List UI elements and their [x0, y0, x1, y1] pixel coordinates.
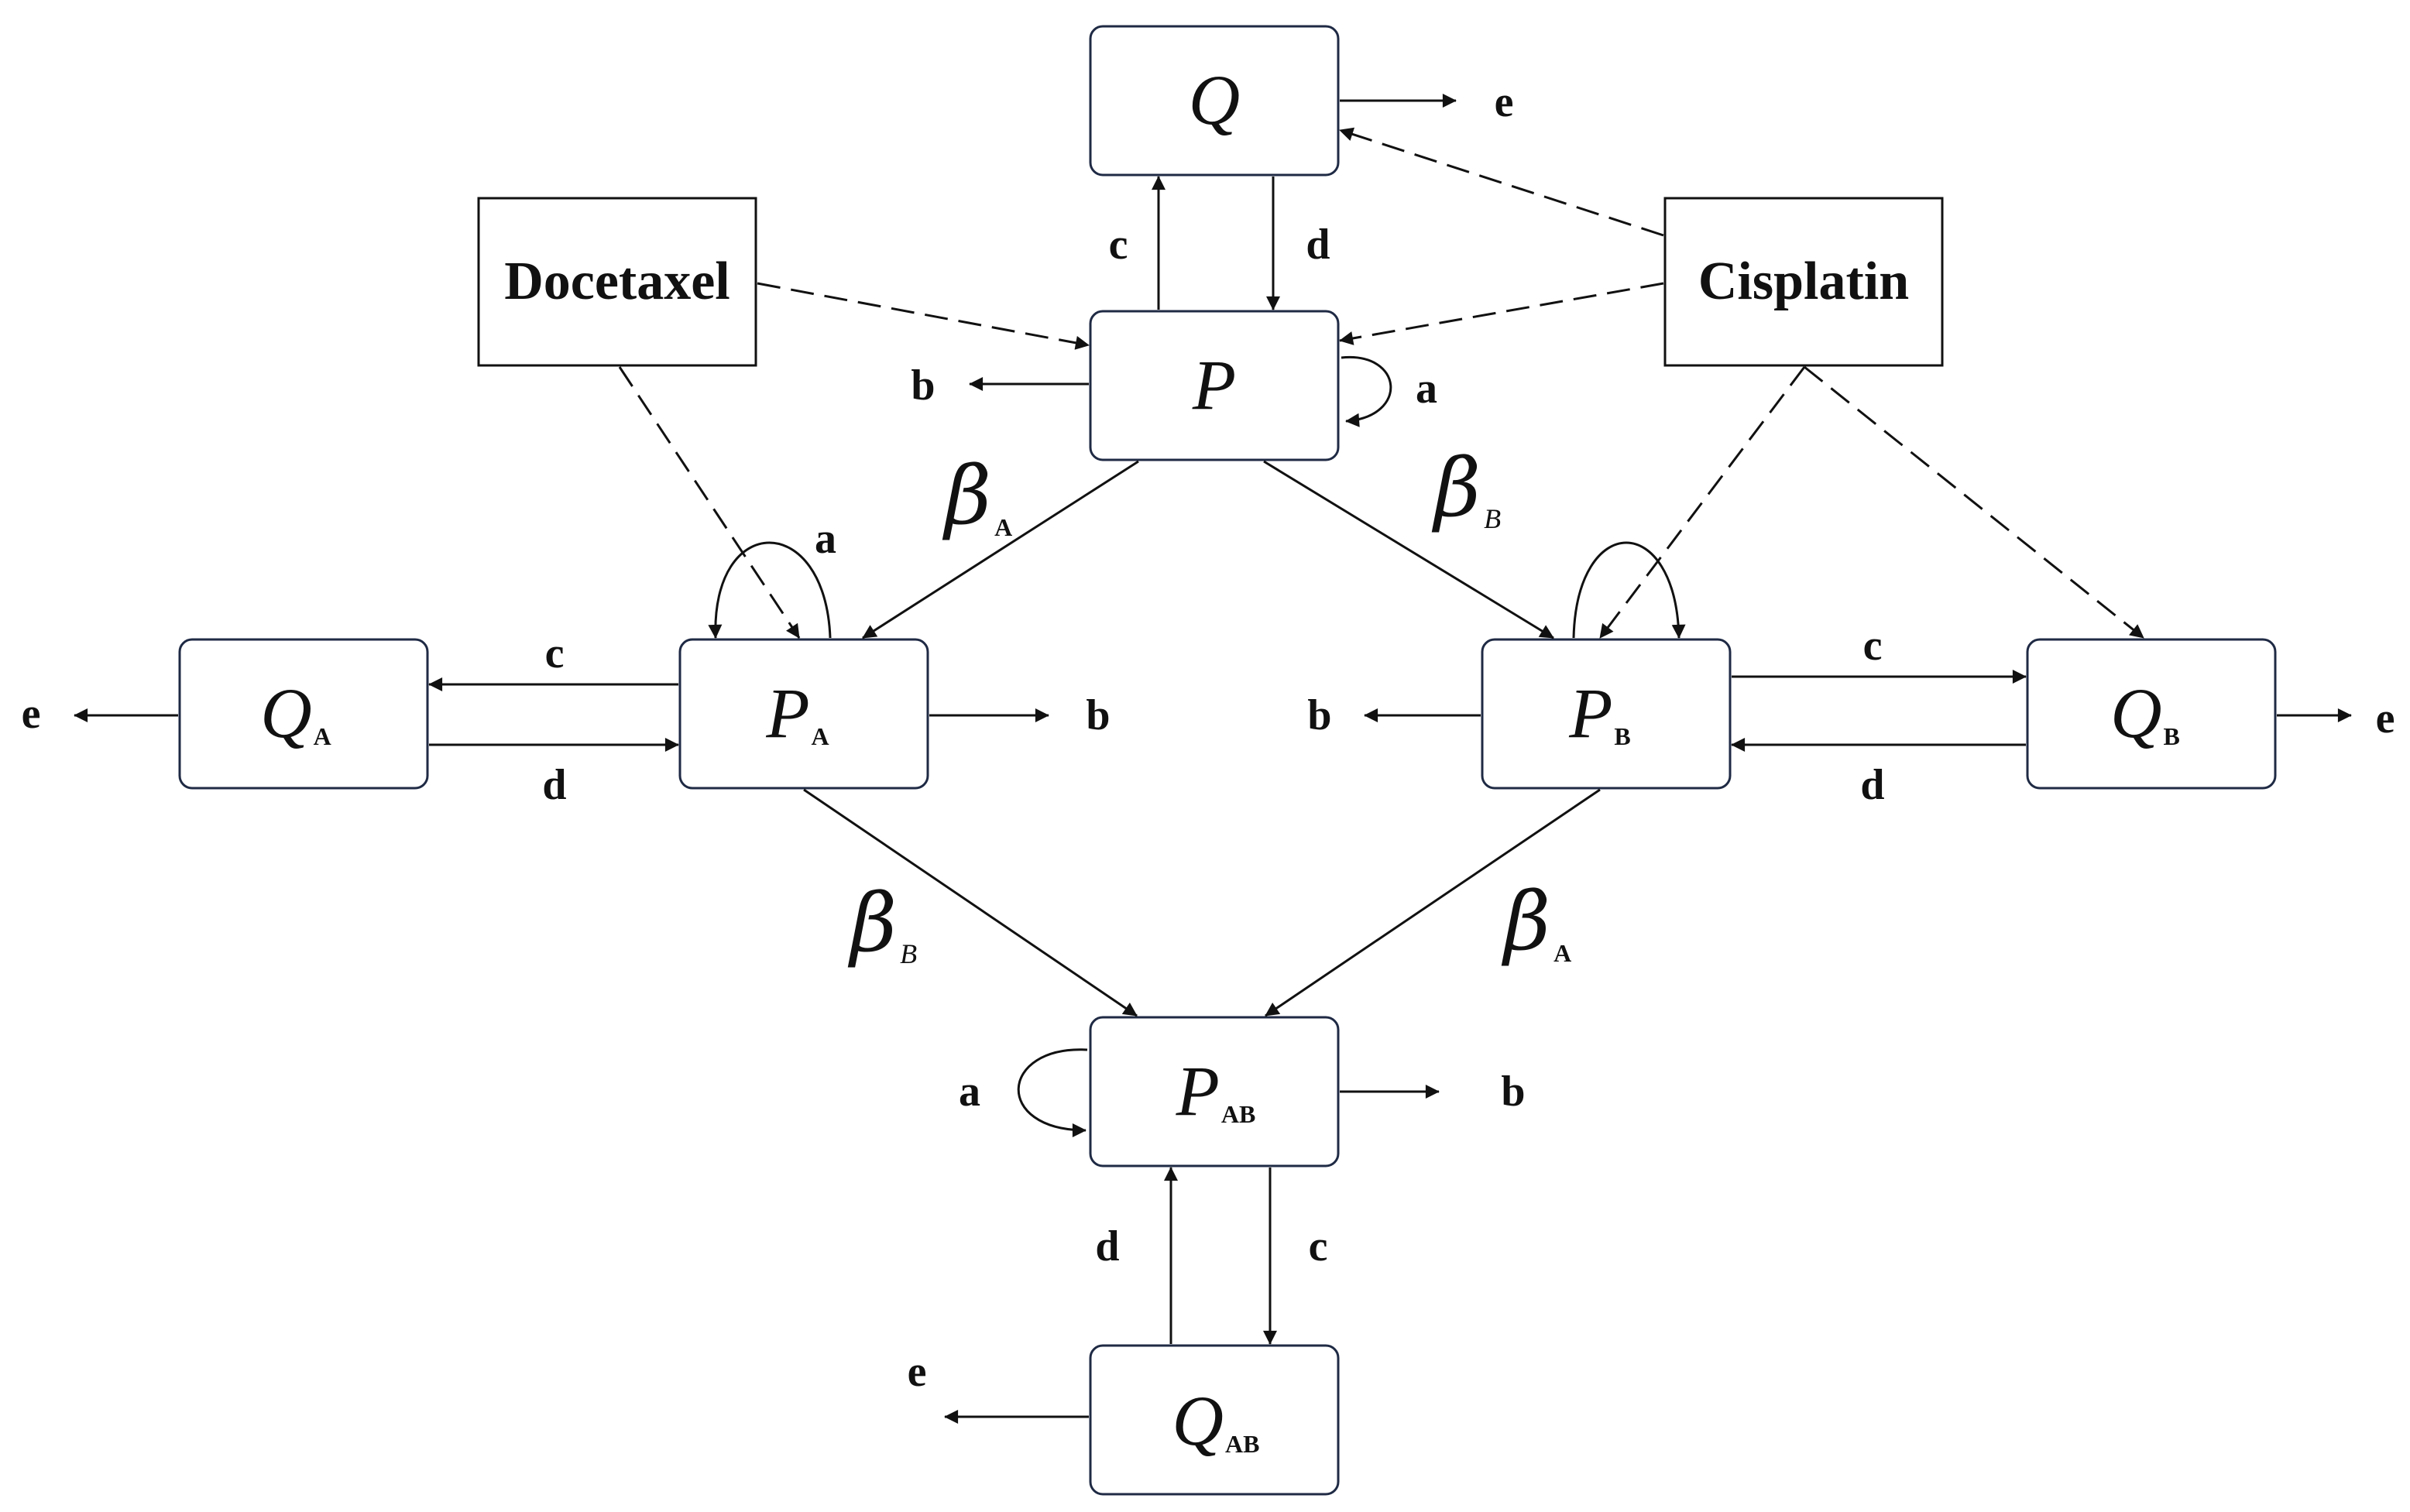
arrow-PB-to-PAB — [1265, 788, 1601, 1017]
node-P-label: P — [1192, 345, 1236, 424]
arrow-P-to-PB — [1263, 460, 1554, 639]
docetaxel-label: Docetaxel — [504, 252, 730, 311]
node-QB-label: QB — [2110, 674, 2180, 753]
rate-label-b: b — [1307, 691, 1331, 739]
node-PA-box — [678, 638, 929, 790]
node-PAB-label: PAB — [1176, 1051, 1256, 1130]
rate-label-c: c — [1863, 622, 1883, 670]
cisplatin-label: Cisplatin — [1698, 252, 1909, 311]
rate-label-d: d — [1095, 1222, 1119, 1270]
rate-label-c: c — [1109, 221, 1128, 269]
node-Q-box — [1089, 25, 1340, 177]
dashed-cisplatin-to-PB — [1598, 366, 1806, 639]
cisplatin-box — [1663, 197, 1944, 367]
node-PB-label: PB — [1568, 674, 1631, 753]
dashed-docetaxel-to-PA — [618, 366, 801, 639]
rate-label-b: b — [911, 362, 935, 410]
arrow-PAB-self-a — [1017, 1048, 1088, 1137]
arrow-PB-self-a — [1572, 541, 1686, 639]
dashed-cisplatin-to-P — [1339, 282, 1664, 345]
arrow-P-self-a — [1341, 356, 1392, 427]
rate-label-e: e — [2376, 694, 2395, 742]
rate-label-b: b — [1501, 1068, 1525, 1116]
node-QB-subscript: B — [2164, 722, 2180, 750]
dashed-docetaxel-to-P — [757, 282, 1090, 350]
arrow-P-to-PA — [862, 460, 1139, 639]
node-QAB-subscript: AB — [1225, 1430, 1259, 1458]
node-QB-box — [2026, 638, 2277, 790]
node-QA-box — [178, 638, 429, 790]
rate-label-c: c — [545, 629, 565, 677]
node-PA-subscript: A — [812, 722, 829, 750]
node-PB-box — [1481, 638, 1732, 790]
node-P-box — [1089, 310, 1340, 461]
node-PA-label: PA — [765, 674, 829, 753]
rate-label-d: d — [542, 761, 566, 809]
node-PAB-box — [1089, 1016, 1340, 1167]
rate-label-d: d — [1306, 221, 1330, 269]
node-QAB-box — [1089, 1344, 1340, 1496]
rate-label-d: d — [1860, 761, 1884, 809]
rate-label-a: a — [1416, 365, 1437, 413]
arrow-PA-self-a — [708, 541, 832, 639]
node-PB-subscript: B — [1614, 722, 1630, 750]
rate-label-e: e — [22, 690, 41, 738]
node-QA-label: QA — [260, 674, 331, 753]
arrow-PA-to-PAB — [803, 788, 1138, 1017]
rate-label-e: e — [1495, 78, 1514, 126]
node-QA-subscript: A — [314, 722, 331, 750]
rate-label-a: a — [815, 515, 836, 563]
rate-label-e: e — [908, 1348, 927, 1396]
node-QAB-label: QAB — [1172, 1381, 1260, 1460]
dashed-cisplatin-to-QB — [1804, 365, 2144, 639]
node-Q-label: Q — [1189, 60, 1240, 139]
rate-label-c: c — [1309, 1222, 1328, 1270]
node-PAB-subscript: AB — [1221, 1100, 1255, 1128]
rate-label-a: a — [959, 1068, 980, 1116]
dashed-cisplatin-to-Q — [1339, 127, 1664, 237]
docetaxel-box — [477, 197, 757, 367]
rate-label-b: b — [1086, 691, 1110, 739]
